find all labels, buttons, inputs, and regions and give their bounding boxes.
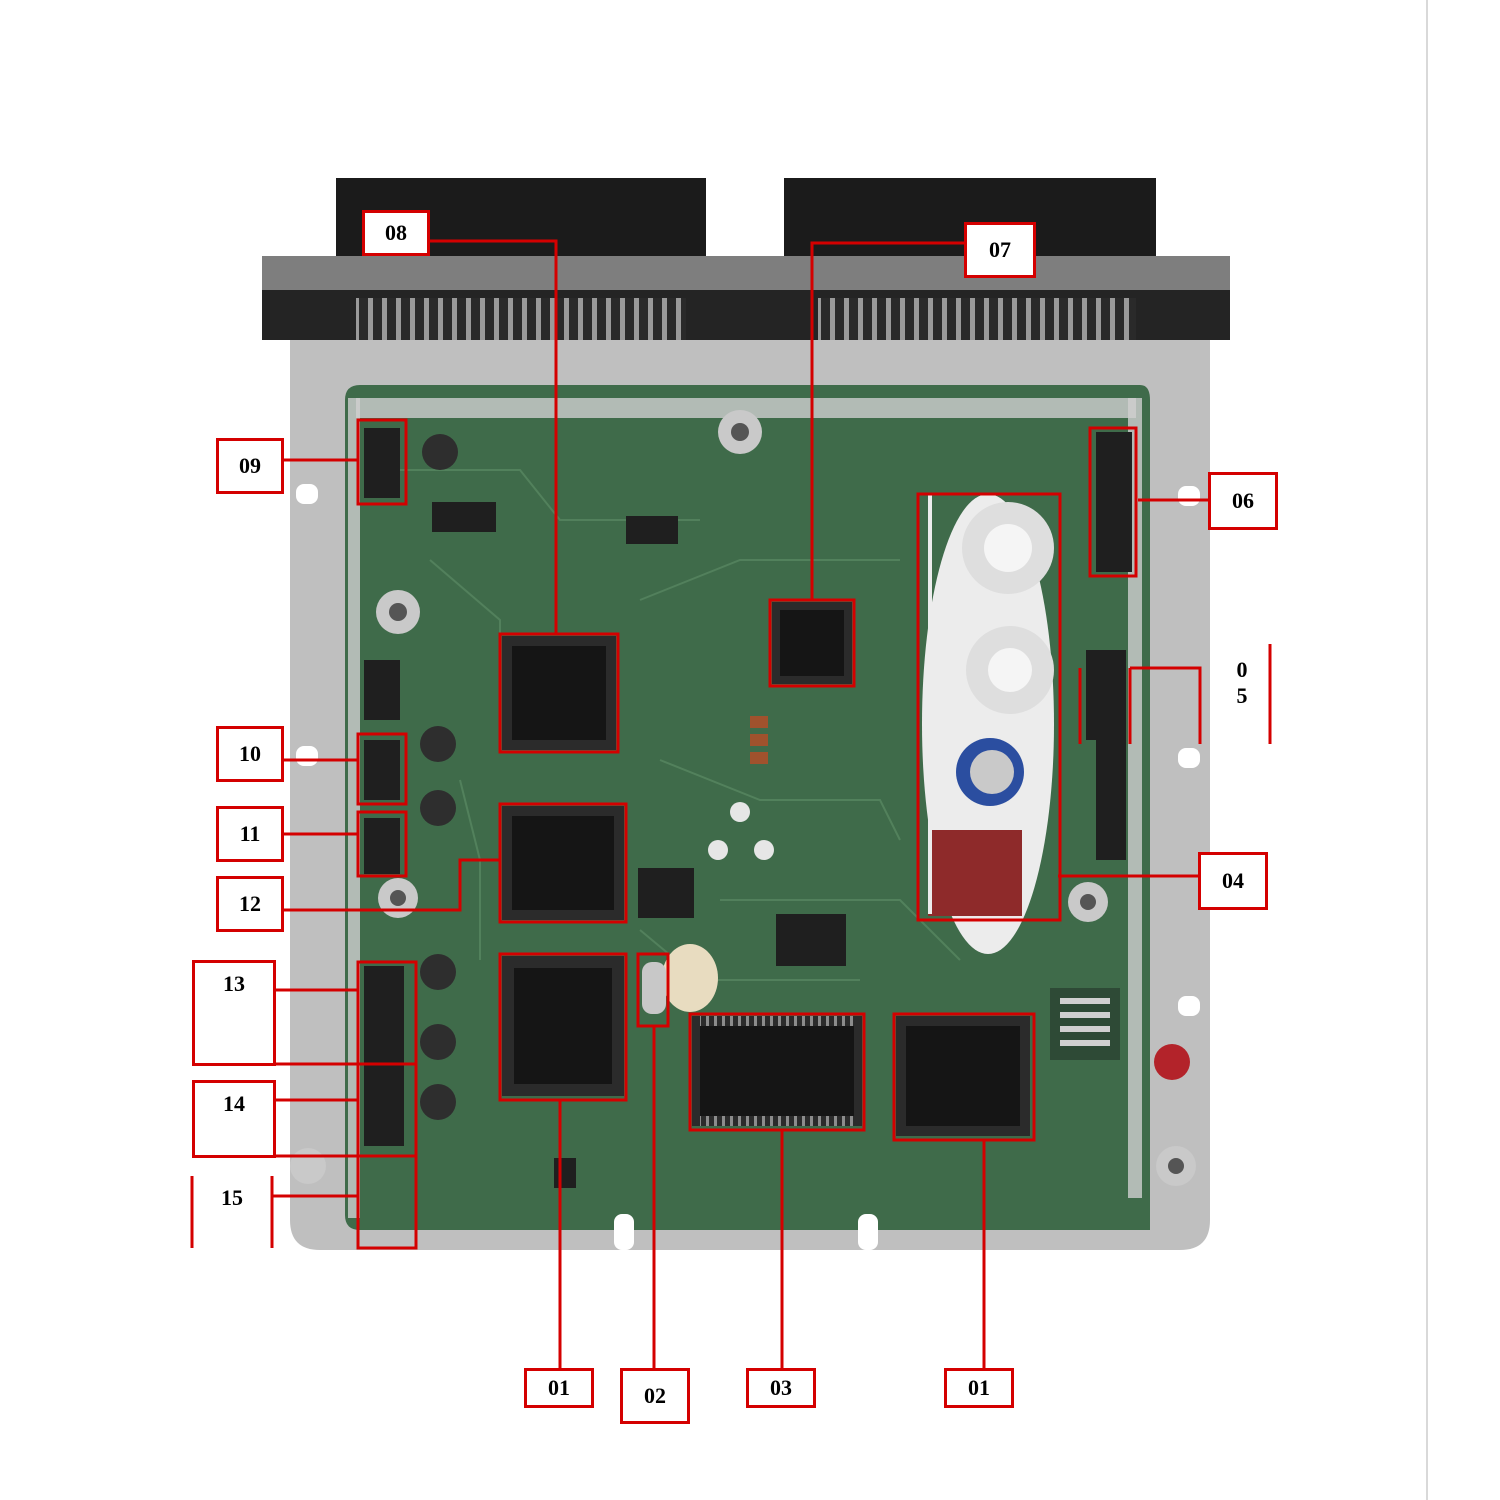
chip-01-left-qfp [502,956,624,1096]
page-edge [1426,0,1428,1500]
callout-label-14: 14 [192,1080,276,1158]
callout-label-05-bottom: 5 [1236,683,1248,708]
callout-label-04: 04 [1198,852,1268,910]
callout-label-07: 07 [964,222,1036,278]
relay-block [928,830,1022,916]
callout-label-01-right: 01 [944,1368,1014,1408]
chip-12-qfp [502,806,624,920]
callout-label-05: 0 5 [1214,648,1270,718]
callout-label-08: 08 [362,210,430,256]
callout-label-11: 11 [216,806,284,862]
callout-label-15: 15 [221,1185,243,1210]
callout-label-02: 02 [620,1368,690,1424]
mount-stud [290,1148,326,1184]
callout-label-09: 09 [216,438,284,494]
chip-03-tssop [692,1016,862,1126]
leader-lines [190,239,1272,1368]
stripes-logo [1050,988,1120,1060]
callout-label-05-top: 0 [1236,657,1248,682]
red-button [1154,1044,1190,1080]
chip-01-right-qfp [896,1016,1030,1136]
callout-label-10: 10 [216,726,284,782]
callout-label-06: 06 [1208,472,1278,530]
chip-08-qfp [502,636,616,750]
callout-label-13: 13 [192,960,276,1066]
callout-label-01-left: 01 [524,1368,594,1408]
callout-label-12: 12 [216,876,284,932]
callout-boxes [356,418,1138,1250]
callout-label-03: 03 [746,1368,816,1408]
chip-02-crystal [642,944,718,1014]
chip-07-qfp [772,602,852,684]
